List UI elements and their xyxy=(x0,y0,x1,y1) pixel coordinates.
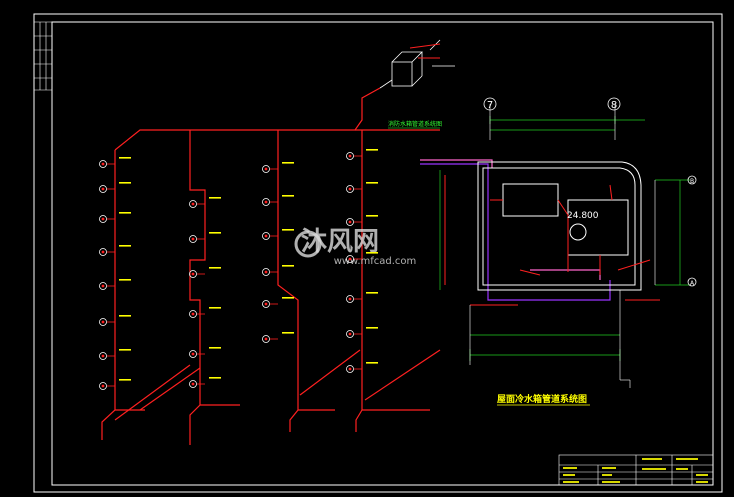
valve-outlet-icon xyxy=(99,212,131,223)
valve-outlet-icon xyxy=(262,229,294,240)
axis-bubble-7 xyxy=(483,97,497,111)
valve-outlet-icon xyxy=(189,232,221,243)
valve-outlet-icon xyxy=(99,157,131,168)
axis-bubble-a xyxy=(687,277,697,287)
axis-bubbles: 7 8 B A xyxy=(483,97,697,287)
tank-plan-red-lines xyxy=(444,175,660,306)
valve-outlet-icon xyxy=(189,197,221,208)
watermark-logo xyxy=(294,230,322,258)
valve-outlet-icon xyxy=(262,195,294,206)
tank-level-label: 24.800 xyxy=(567,211,599,221)
watermark-url: www.mfcad.com xyxy=(334,256,417,267)
valve-outlet-icon xyxy=(99,245,131,256)
system-title: 屋面冷水箱管道系统图 xyxy=(497,393,587,405)
valve-outlet-icon xyxy=(262,297,294,308)
roof-tank-isometric xyxy=(379,39,455,89)
axis-label-7: 7 xyxy=(487,100,493,111)
axis-label-a: A xyxy=(690,280,695,287)
valve-outlet-icon xyxy=(346,292,378,303)
axis-label-b: B xyxy=(690,178,694,185)
valve-outlet-icon xyxy=(346,149,378,160)
roof-tank-red xyxy=(409,43,441,59)
watermark: 沐风网 www.mfcad.com xyxy=(294,227,417,267)
tank-room-plan xyxy=(477,161,642,291)
valve-outlet-icon xyxy=(346,327,378,338)
valve-outlet-icon xyxy=(99,315,131,326)
title-block-scribbles xyxy=(563,458,708,483)
valve-outlet-icon xyxy=(262,265,294,276)
title-block xyxy=(558,454,714,486)
valve-outlet-icon xyxy=(262,332,294,343)
riser-pipe-network xyxy=(101,87,441,445)
valve-outlet-icon xyxy=(99,379,131,390)
valve-outlet-icon xyxy=(189,347,221,358)
axis-bubble-b xyxy=(687,175,697,185)
axis-label-8: 8 xyxy=(611,100,617,111)
valve-outlet-icon xyxy=(346,182,378,193)
valve-outlet-icon xyxy=(346,362,378,373)
valve-outlet-icon xyxy=(262,162,294,173)
binding-strip xyxy=(34,21,52,91)
valve-outlet-icon xyxy=(99,182,131,193)
pipe-note-label: 消防水箱管道系统图 xyxy=(388,120,442,128)
dimension-lines-white xyxy=(469,104,656,388)
valve-outlet-icon xyxy=(189,267,221,278)
valve-outlet-icon xyxy=(189,377,221,388)
valve-outlet-icon xyxy=(99,349,131,360)
tank-supply-pipes xyxy=(420,159,611,301)
valve-outlet-icon xyxy=(346,252,378,263)
inner-frame xyxy=(51,21,714,486)
axis-bubble-8 xyxy=(607,97,621,111)
valve-outlet-icon xyxy=(189,307,221,318)
valve-outlet-icon xyxy=(346,215,378,226)
outer-frame xyxy=(33,13,723,493)
valve-outlet-icon xyxy=(99,279,131,290)
